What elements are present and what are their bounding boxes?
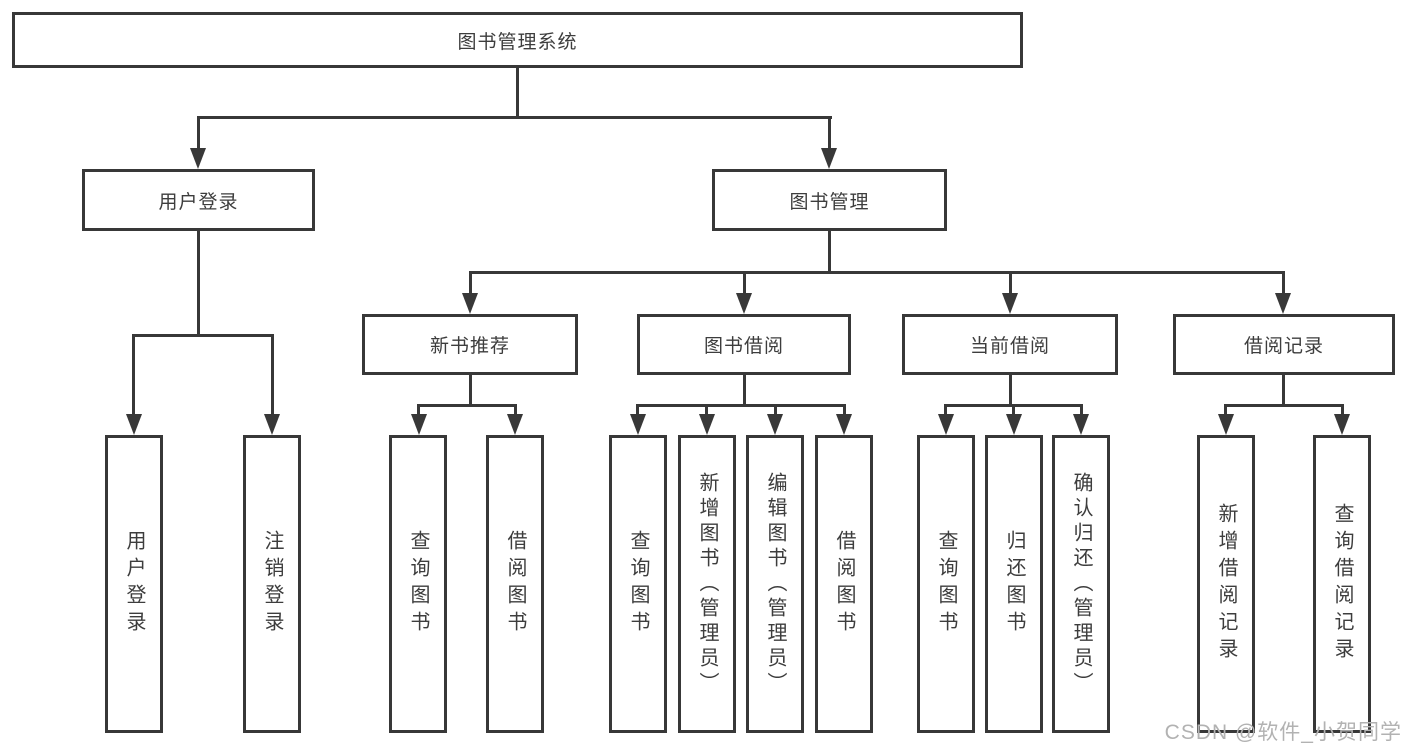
node-user-login-label: 用户登录 [158,191,239,213]
connector-line [1009,271,1012,295]
connector-line [828,231,831,274]
arrow-down-icon [1006,414,1022,435]
leaf-current-confirm-admin-label: 确认归还（管理员） [1070,471,1092,697]
connector-line [843,404,846,416]
connector-line [1341,404,1344,416]
node-borrow-records-label: 借阅记录 [1243,336,1324,357]
node-book-mgmt: 图书管理 [712,169,947,231]
arrow-down-icon [699,414,715,435]
leaf-borrow-edit-admin: 编辑图书（管理员） [746,435,804,733]
leaf-newbooks-borrow: 借阅图书 [486,435,544,733]
leaf-records-add: 新增借阅记录 [1197,435,1255,733]
leaf-current-query-label: 查询图书 [935,530,957,638]
arrow-down-icon [264,414,280,435]
connector-line [1282,271,1285,295]
leaf-borrow-add-admin-label: 新增图书（管理员） [696,471,718,697]
leaf-records-query-label: 查询借阅记录 [1331,503,1353,665]
leaf-borrow-edit-admin-label: 编辑图书（管理员） [764,471,786,697]
arrow-down-icon [630,414,646,435]
connector-line [1009,375,1012,407]
node-book-mgmt-label: 图书管理 [789,191,870,213]
connector-line [516,66,519,118]
connector-line [132,334,135,416]
connector-line [197,231,200,337]
connector-line [469,271,1285,274]
leaf-logout-label: 注销登录 [261,530,283,638]
connector-line [944,404,947,416]
leaf-newbooks-borrow-label: 借阅图书 [504,530,526,638]
connector-line [828,116,831,151]
leaf-current-confirm-admin: 确认归还（管理员） [1052,435,1110,733]
leaf-records-add-label: 新增借阅记录 [1215,503,1237,665]
arrow-down-icon [1275,293,1291,314]
csdn-watermark: CSDN @软件_小贺同学 [1164,721,1402,744]
connector-line [743,271,746,295]
leaf-user-login-label: 用户登录 [123,530,145,638]
arrow-down-icon [736,293,752,314]
arrow-down-icon [190,148,206,169]
node-current-borrow-label: 当前借阅 [969,336,1050,357]
leaf-newbooks-query-label: 查询图书 [407,530,429,638]
node-user-login: 用户登录 [82,169,315,231]
node-current-borrow: 当前借阅 [902,314,1118,375]
arrow-down-icon [462,293,478,314]
leaf-newbooks-query: 查询图书 [389,435,447,733]
connector-line [1224,404,1227,416]
connector-line [469,375,472,407]
connector-line [417,404,420,416]
arrow-down-icon [507,414,523,435]
leaf-current-query: 查询图书 [917,435,975,733]
connector-line [132,334,274,337]
leaf-current-return: 归还图书 [985,435,1043,733]
arrow-down-icon [767,414,783,435]
connector-line [1012,404,1015,416]
node-book-borrow-label: 图书借阅 [703,336,784,357]
connector-line [469,271,472,295]
node-root-label: 图书管理系统 [457,31,578,53]
connector-line [774,404,777,416]
leaf-borrow-query: 查询图书 [609,435,667,733]
leaf-borrow-query-label: 查询图书 [627,530,649,638]
arrow-down-icon [1002,293,1018,314]
connector-line [743,375,746,407]
arrow-down-icon [126,414,142,435]
node-book-borrow: 图书借阅 [637,314,851,375]
leaf-borrow-add-admin: 新增图书（管理员） [678,435,736,733]
connector-line [1080,404,1083,416]
connector-line [417,404,517,407]
connector-line [636,404,846,407]
arrow-down-icon [836,414,852,435]
connector-line [514,404,517,416]
arrow-down-icon [1073,414,1089,435]
arrow-down-icon [938,414,954,435]
connector-line [271,334,274,416]
connector-line [705,404,708,416]
leaf-user-login: 用户登录 [105,435,163,733]
leaf-borrow-book: 借阅图书 [815,435,873,733]
node-borrow-records: 借阅记录 [1173,314,1395,375]
arrow-down-icon [821,148,837,169]
leaf-logout: 注销登录 [243,435,301,733]
arrow-down-icon [1218,414,1234,435]
connector-line [1282,375,1285,407]
leaf-records-query: 查询借阅记录 [1313,435,1371,733]
connector-line [636,404,639,416]
node-root: 图书管理系统 [12,12,1023,68]
connector-line [197,116,200,151]
arrow-down-icon [411,414,427,435]
arrow-down-icon [1334,414,1350,435]
node-new-books-label: 新书推荐 [429,336,510,357]
node-new-books: 新书推荐 [362,314,578,375]
connector-line [1224,404,1344,407]
connector-line [197,116,832,119]
leaf-current-return-label: 归还图书 [1003,530,1025,638]
leaf-borrow-book-label: 借阅图书 [833,530,855,638]
